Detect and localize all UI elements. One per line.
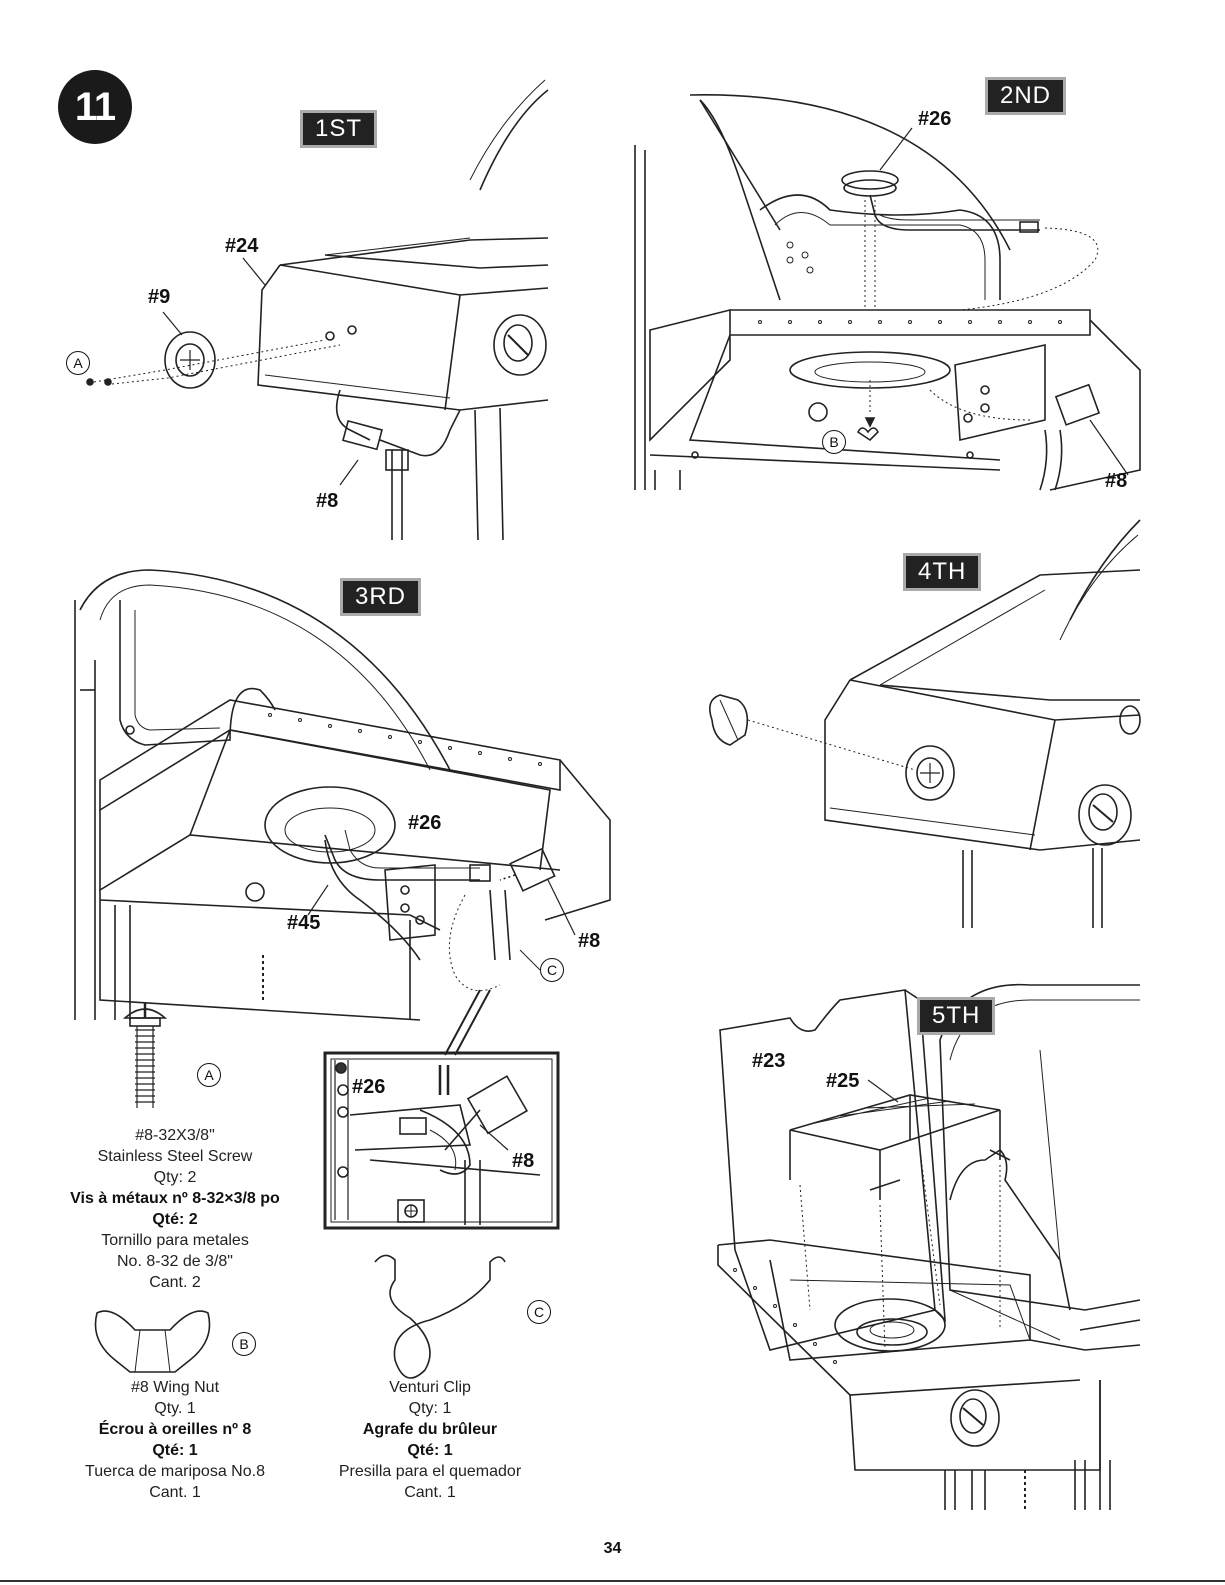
callout-part-26: #26: [408, 812, 442, 834]
inset-callout-part-26: #26: [352, 1076, 386, 1098]
hardware-letter-a: A: [66, 351, 90, 375]
callout-part-8: #8: [578, 930, 601, 952]
callout-part-8: #8: [1105, 470, 1128, 492]
substep-label-5th: 5TH: [917, 997, 996, 1035]
substep-label-2nd: 2ND: [985, 77, 1067, 115]
wing-nut-fr-name: Écrou à oreilles nº 8: [98, 1421, 252, 1438]
legend-venturi-clip: Venturi Clip Qty: 1 Agrafe du brûleur Qt…: [300, 1377, 560, 1503]
callout-part-24: #24: [225, 235, 259, 257]
substep-label-1st: 1ST: [300, 110, 378, 148]
screw-fr-name: Vis à métaux nº 8-32×3/8 po: [70, 1190, 280, 1207]
venturi-clip-fr-qty: Qté: 1: [407, 1442, 453, 1459]
screw-es-qty: Cant. 2: [149, 1274, 201, 1291]
screw-en-qty: Qty: 2: [153, 1169, 197, 1186]
page-bottom-rule: [0, 1580, 1225, 1582]
callout-part-8: #8: [316, 490, 339, 512]
hardware-letter-c: C: [540, 958, 564, 982]
inset-callout-part-8: #8: [512, 1150, 535, 1172]
legend-letter-b: B: [232, 1332, 256, 1356]
callout-part-9: #9: [148, 286, 171, 308]
legend-letter-a: A: [197, 1063, 221, 1087]
substep-label-4th: 4TH: [903, 553, 982, 591]
legend-letter-c: C: [527, 1300, 551, 1324]
panel-1st-art: [86, 79, 549, 541]
venturi-clip-fr-name: Agrafe du brûleur: [362, 1421, 498, 1438]
wing-nut-es-name: Tuerca de mariposa No.8: [85, 1463, 265, 1480]
panel-3rd-art: [74, 569, 611, 1056]
inset-zoom-art: [323, 1051, 560, 1230]
wing-nut-en-qty: Qty. 1: [154, 1400, 196, 1417]
wing-nut-es-qty: Cant. 1: [149, 1484, 201, 1501]
callout-part-45: #45: [287, 912, 321, 934]
callout-part-26: #26: [918, 108, 952, 130]
wing-nut-en-name: #8 Wing Nut: [130, 1379, 220, 1396]
hardware-art: [94, 1003, 506, 1379]
callout-part-25: #25: [826, 1070, 860, 1092]
panel-4th-art: [709, 519, 1141, 928]
screw-es-name-1: Tornillo para metales: [101, 1232, 249, 1249]
hardware-letter-b: B: [822, 430, 846, 454]
wing-nut-fr-qty: Qté: 1: [152, 1442, 198, 1459]
callout-part-23: #23: [752, 1050, 786, 1072]
venturi-clip-es-name: Presilla para el quemador: [338, 1463, 522, 1480]
page-number: 34: [603, 1540, 622, 1557]
screw-size: #8-32X3/8": [135, 1127, 215, 1144]
venturi-clip-en-qty: Qty: 1: [408, 1400, 452, 1417]
step-number-badge: 11: [58, 70, 132, 144]
screw-fr-qty: Qté: 2: [152, 1211, 198, 1228]
venturi-clip-es-qty: Cant. 1: [404, 1484, 456, 1501]
legend-wing-nut: #8 Wing Nut Qty. 1 Écrou à oreilles nº 8…: [40, 1377, 310, 1503]
substep-label-3rd: 3RD: [340, 578, 422, 616]
venturi-clip-en-name: Venturi Clip: [389, 1379, 471, 1396]
screw-es-name-2: No. 8-32 de 3/8": [117, 1253, 233, 1270]
screw-en-name: Stainless Steel Screw: [97, 1148, 253, 1165]
legend-screw: #8-32X3/8" Stainless Steel Screw Qty: 2 …: [40, 1125, 310, 1293]
panel-2nd-art: [634, 94, 1141, 491]
